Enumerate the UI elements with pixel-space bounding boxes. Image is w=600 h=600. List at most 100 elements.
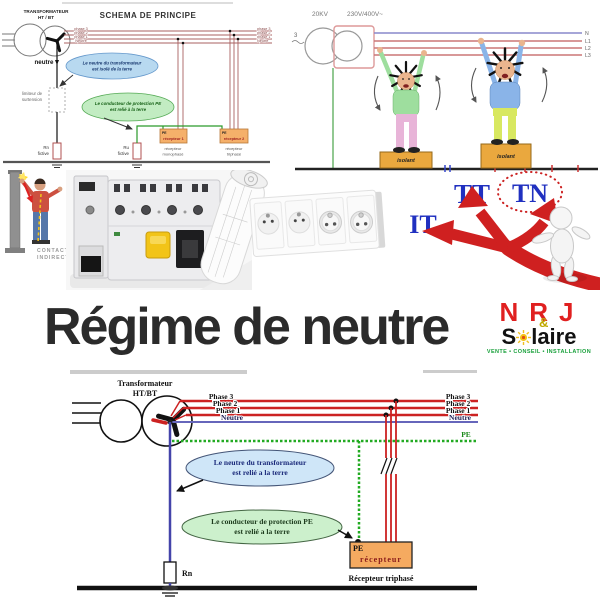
winding-star-icon [45, 32, 66, 53]
limiteur-label-1: limiteur de [22, 91, 43, 96]
logo-ampersand: & [539, 315, 549, 330]
receptor-box-1: PE récepteur 1 récepteur monophasé [159, 128, 188, 157]
svg-text:Phase 3: Phase 3 [446, 392, 471, 401]
ru-resistor [132, 142, 142, 160]
bubble-green-line1: Le conducteur de protection PE [211, 517, 313, 526]
middle-photo-strip: CONTACT INDIRECT [5, 170, 600, 290]
distribution-wires [374, 32, 582, 56]
box2-caption-2: triphasé [227, 152, 242, 157]
red-fork-arrow [422, 186, 600, 290]
bubble-blue-line1: Le neutre du transformateur [83, 61, 142, 66]
logo-tagline: VENTE • CONSEIL • INSTALLATION [486, 349, 592, 355]
tn-highlight-circle [497, 171, 563, 213]
schema-heading: SCHEMA DE PRINCIPE [100, 11, 197, 20]
schema-principe-diagram: SCHEMA DE PRINCIPE TRANSFORMATEUR HT / B… [2, 2, 272, 168]
socket [288, 211, 311, 234]
isolant-label-left: isolant [397, 158, 416, 164]
contact-label-1: CONTACT [37, 248, 69, 254]
transformer-icon [2, 23, 71, 57]
three-phase-squiggle [291, 40, 305, 44]
rn-label: Rn [182, 569, 193, 578]
indirect-contact-photo: CONTACT INDIRECT [5, 170, 70, 261]
svg-text:Neutre: Neutre [257, 39, 268, 43]
pe-conductor [136, 125, 223, 143]
pe-label: PE [461, 430, 471, 439]
divider-bar [70, 370, 247, 374]
shake-arrow [435, 75, 441, 111]
transformer-label-2: HT / BT [38, 15, 54, 20]
white-figure [531, 206, 591, 283]
current-path-arrow [22, 182, 34, 203]
indicator-led [114, 232, 120, 236]
bubble-blue-line2: est isolé de la terre [92, 67, 132, 72]
breaker-toggle [81, 256, 101, 272]
receptor-box-2: PE récepteur 2 récepteur triphasé [219, 128, 249, 157]
wall-outlets-photo [249, 189, 386, 257]
svg-text:Phase 2: Phase 2 [213, 399, 238, 408]
svg-text:Phase 1: Phase 1 [446, 406, 471, 415]
logo-nrj-text: NRJ [499, 297, 585, 327]
isolant-box-left [379, 151, 433, 169]
circuit-breaker-photo [66, 170, 268, 290]
surge-limiter-box [48, 87, 66, 113]
bubble-blue-line2: est relié a la terre [232, 468, 288, 477]
phase-labels-right: phase 3 phase 2 phase 1 Neutre [256, 26, 271, 43]
transformer-label-2: HT/BT [133, 389, 158, 398]
shake-arrow [470, 67, 477, 103]
shake-arrow [373, 75, 381, 111]
receptor-feeders [355, 398, 403, 545]
box1-caption-2: monophasé [163, 152, 185, 157]
ground-symbols [52, 164, 142, 168]
bubble-blue-line1: Le neutre du transformateur [214, 458, 307, 467]
svg-text:Neutre: Neutre [221, 413, 244, 422]
tt-earthing-diagram: Transformateur HT/BT [70, 370, 478, 597]
receptor-box: PE récepteur Récepteur triphasé [349, 541, 414, 583]
svg-text:phase 2: phase 2 [74, 31, 88, 35]
voltage-label: 230V/400V~ [347, 11, 383, 18]
rcd-top-clips [114, 184, 208, 192]
shocked-person-left: isolant [373, 47, 441, 169]
divider-bar [423, 370, 477, 373]
test-button [145, 231, 171, 259]
logo-solaire-rest: laire [531, 324, 577, 349]
ru-label: Ru [123, 145, 129, 150]
neutral-conductor [48, 43, 66, 143]
rn-label: Rn [43, 145, 49, 150]
box-pe-label: PE [353, 544, 363, 553]
limiteur-label-2: surtension [22, 97, 43, 102]
svg-text:phase 2: phase 2 [257, 31, 271, 35]
breaker-switch-symbols [380, 457, 398, 475]
junction-dots [176, 29, 240, 45]
svg-text:Phase 1: Phase 1 [216, 406, 241, 415]
bubble-green-line2: est relié à la terre [110, 107, 147, 112]
socket [318, 210, 342, 234]
box2-caption-1: récepteur [226, 146, 244, 151]
svg-text:phase 1: phase 1 [257, 35, 271, 39]
ru-sub-label: fictive [118, 151, 130, 156]
rn-resistor [52, 142, 62, 160]
rcd-terminal-screws [115, 205, 203, 215]
logo-solaire-s: S [501, 324, 517, 349]
socket [350, 210, 374, 234]
bubble-green-line1: Le conducteur de protection PE [95, 101, 162, 106]
electrocution-cartoon: 20KV 230V/400V~ 3 N L1 L2 L3 [291, 11, 598, 172]
neutral-earth-conductor: Rn [163, 419, 193, 584]
box1-pe-label: PE [162, 131, 167, 135]
box-name: récepteur [360, 555, 402, 564]
current-dashed-path [37, 193, 42, 243]
shake-arrow [541, 67, 548, 103]
three-phase-label: 3 [294, 33, 298, 39]
box1-name: récepteur 1 [163, 137, 183, 141]
metal-pole [9, 171, 21, 249]
rolled-schematic-paper [200, 170, 268, 285]
transformer-label-1: Transformateur [118, 379, 173, 388]
earthing-systems-graphic: TT TN IT [409, 171, 600, 290]
svg-text:Neutre: Neutre [75, 39, 86, 43]
hv-transformer-icon [304, 25, 375, 69]
contact-label-2: INDIRECT [37, 255, 70, 261]
svg-text:Phase 2: Phase 2 [446, 399, 471, 408]
bubble-pe-earthed: Le conducteur de protection PE est relié… [181, 509, 353, 545]
